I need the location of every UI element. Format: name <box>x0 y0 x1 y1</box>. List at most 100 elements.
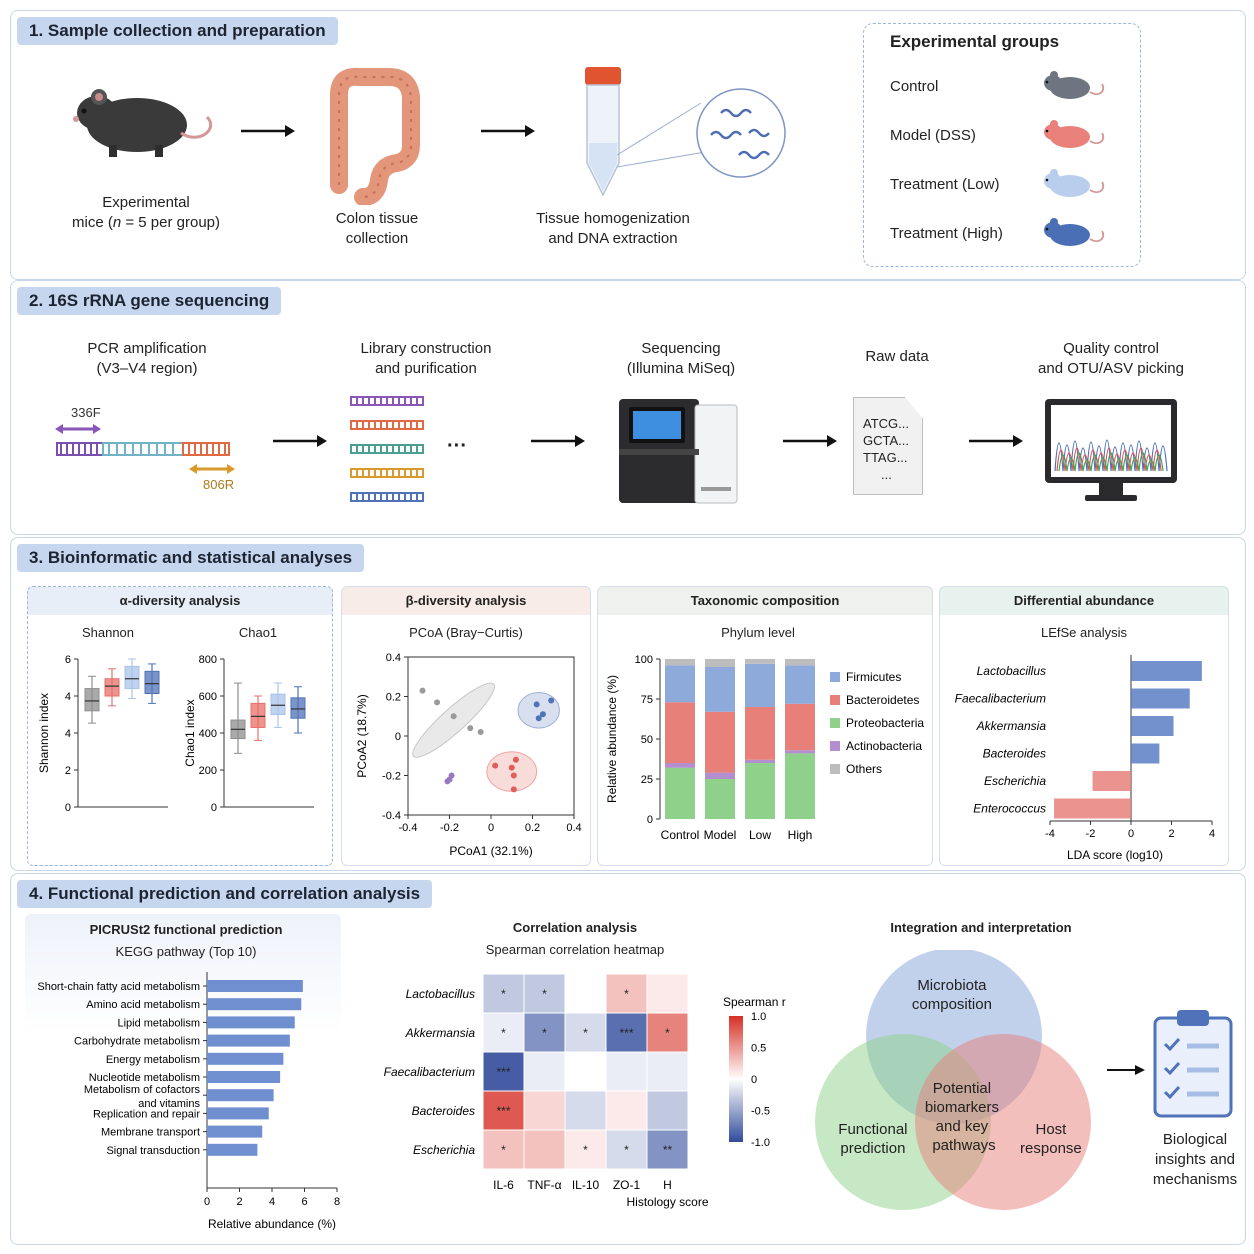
heatmap-cell <box>523 973 566 1014</box>
y-tick-label: 25 <box>641 774 653 786</box>
colorbar-tick: -0.5 <box>751 1106 770 1118</box>
scatter-point <box>477 729 484 736</box>
pathway-bar <box>207 1052 284 1065</box>
legend-label: Bacteroidetes <box>846 693 919 707</box>
venn-host-label: Host <box>1035 1121 1067 1138</box>
x-tick-label: High <box>788 828 813 842</box>
tube-label: Tissue homogenization and DNA extraction <box>513 209 713 249</box>
venn-func-label: Functional <box>838 1121 907 1138</box>
group-label: Treatment (High) <box>890 225 1003 242</box>
section-functional: 4. Functional prediction and correlation… <box>10 873 1246 1245</box>
scatter-point <box>450 713 457 720</box>
lefse-bar <box>1092 771 1131 791</box>
x-tick-label: Model <box>704 828 737 842</box>
mouse-eye <box>1045 178 1049 182</box>
heatmap-cell <box>646 973 689 1014</box>
pathway-label: Nucleotide metabolism <box>89 1072 200 1084</box>
row-label: Faecalibacterium <box>384 1065 475 1079</box>
scatter-point <box>510 772 517 779</box>
significance-label: * <box>665 1026 670 1040</box>
x-tick-label: 0 <box>204 1196 210 1208</box>
x-tick-label: 2 <box>1168 828 1174 840</box>
x-tick-label: -4 <box>1045 828 1055 840</box>
significance-label: * <box>583 1026 588 1040</box>
box <box>124 665 140 690</box>
x-tick-label: 4 <box>269 1196 275 1208</box>
legend-swatch <box>830 718 840 728</box>
pathway-label: Membrane transport <box>101 1127 200 1139</box>
stacked-bar-segment <box>665 763 695 768</box>
mouse-tail <box>1089 230 1105 243</box>
qc-label-line2: and OTU/ASV picking <box>1038 360 1184 377</box>
y-axis-label: PCoA2 (18.7%) <box>355 694 369 777</box>
colon-icon <box>330 67 420 205</box>
significance-label: * <box>501 987 506 1001</box>
sequencer-icon <box>619 399 738 504</box>
x-tick-label: Low <box>749 828 771 842</box>
scatter-point <box>535 715 542 722</box>
y-tick-label: 0.2 <box>386 692 401 704</box>
y-tick-label: 4 <box>65 728 71 740</box>
heatmap-cell <box>482 973 525 1014</box>
heatmap-cell <box>646 1129 689 1170</box>
taxon-label: Escherichia <box>984 774 1046 788</box>
taxa-title: Taxonomic composition <box>690 593 840 608</box>
colorbar-tick: -1.0 <box>751 1137 770 1149</box>
heatmap-cell <box>605 1090 648 1131</box>
group-label: Model (DSS) <box>890 127 976 144</box>
mouse-tail <box>1089 83 1105 96</box>
heatmap-cell <box>605 1012 648 1053</box>
beta-subtitle: PCoA (Bray−Curtis) <box>409 625 523 640</box>
mouse-tail <box>1089 181 1105 194</box>
col-label: TNF-α <box>527 1178 561 1192</box>
mouse-eye <box>1045 227 1049 231</box>
lefse-bar <box>1131 661 1202 681</box>
scatter-point <box>492 762 499 769</box>
mouse-head <box>1044 75 1062 91</box>
venn-center-label: pathways <box>932 1137 995 1154</box>
y-tick-label: 0 <box>65 802 71 814</box>
significance-label: *** <box>496 1065 510 1079</box>
pathway-label: Replication and repair <box>93 1108 200 1120</box>
box <box>270 693 286 716</box>
tube-icon <box>585 67 786 197</box>
y-tick-label: 800 <box>199 654 217 666</box>
raw-data-label: Raw data <box>865 348 929 365</box>
heatmap-cell <box>523 1129 566 1170</box>
taxon-label: Akkermansia <box>976 719 1047 733</box>
y-tick-label: 0.4 <box>386 652 401 664</box>
mouse-head <box>1044 124 1062 140</box>
lefse-bar <box>1131 743 1160 764</box>
y-tick-label: 4 <box>65 691 71 703</box>
pcr-amplicon-diagram: 336F 806R <box>55 405 235 492</box>
box <box>144 670 160 695</box>
shannon-title: Shannon <box>81 625 135 640</box>
pathway-label: Signal transduction <box>106 1145 200 1157</box>
mouse-icon <box>1044 71 1105 99</box>
scatter-point <box>510 786 517 793</box>
tube-label-line1: Tissue homogenization <box>536 210 690 227</box>
svg-text:Microbiota composition: Microbiota composition Functional predic… <box>838 977 1086 1157</box>
taxon-label: Enterococcus <box>973 802 1046 816</box>
picrust-title: PICRUSt2 functional prediction <box>89 922 283 937</box>
stacked-bar-segment <box>785 750 815 754</box>
raw-line: ... <box>881 467 892 482</box>
integration-title: Integration and interpretation <box>890 920 1072 935</box>
stacked-bar-segment <box>705 659 735 667</box>
picrust-subtitle: KEGG pathway (Top 10) <box>115 944 257 959</box>
x-tick-label: 0.4 <box>566 822 581 834</box>
venn-center-label: Potential <box>933 1080 991 1097</box>
legend-label: Others <box>846 762 882 776</box>
heatmap-cell <box>646 1051 689 1092</box>
stacked-bar-segment <box>745 707 775 760</box>
x-tick-label: -0.2 <box>440 822 459 834</box>
heatmap-cell <box>482 1051 525 1092</box>
integration-venn-diagram: Microbiota composition Functional predic… <box>815 950 1091 1210</box>
col-label: ZO-1 <box>613 1178 641 1192</box>
mouse-ear <box>1050 120 1058 128</box>
confidence-ellipse <box>486 751 538 792</box>
mice-label-line1: Experimental <box>102 194 190 211</box>
